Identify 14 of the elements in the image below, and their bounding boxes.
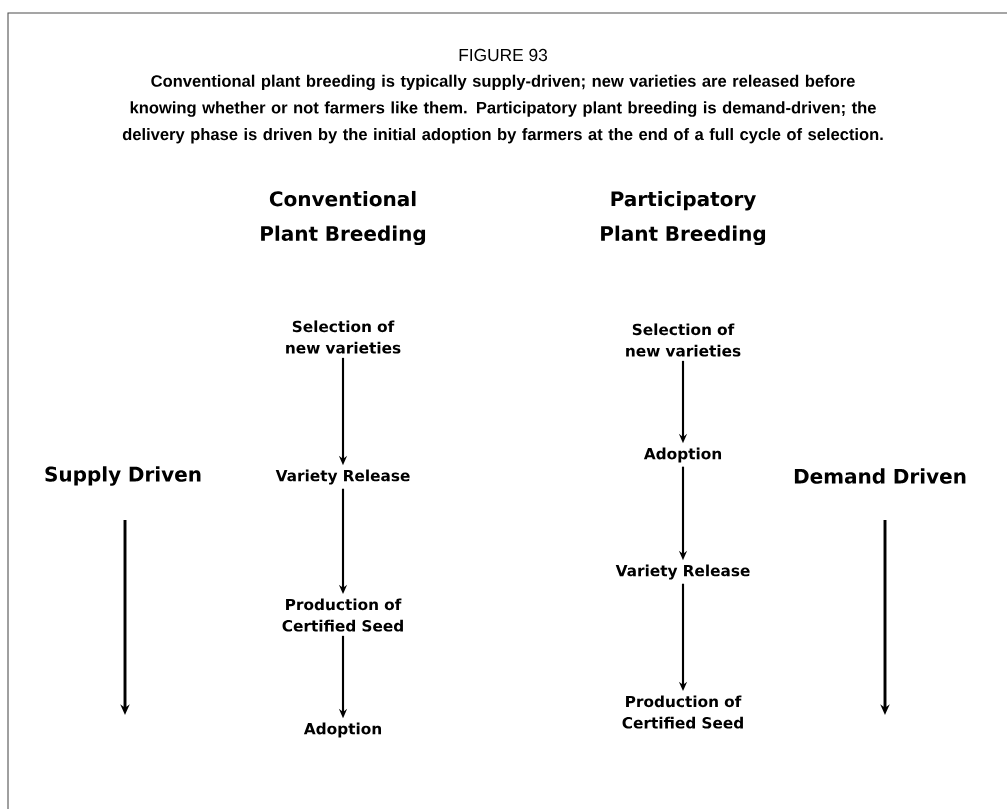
step-text: Variety Release [615, 564, 750, 580]
column-heading: Participatory Plant Breeding [601, 190, 766, 246]
caption: Conventional plant breeding is typically supply-driven; new varieties are released before knowing whether or not farmers like them. Participatory plant breeding is demand-driven; the delivery phase is driven by the initial adoption by farmers at the end of a full cycle of selection. [122, 74, 883, 144]
figure-number: FIGURE 93 [459, 48, 548, 62]
step-text: Selection of new varieties [286, 320, 401, 354]
step-text: Variety Release [275, 469, 410, 485]
step-text: Selection of new varieties [626, 323, 741, 357]
step-text: Adoption [303, 722, 381, 738]
step-text: Production of Certified Seed [282, 598, 403, 632]
direction-label: Supply Driven [45, 466, 201, 486]
step-text: Adoption [643, 447, 721, 463]
step-text: Production of Certified Seed [622, 695, 743, 729]
direction-label: Demand Driven [794, 468, 966, 484]
column-heading: Conventional Plant Breeding [261, 190, 426, 246]
